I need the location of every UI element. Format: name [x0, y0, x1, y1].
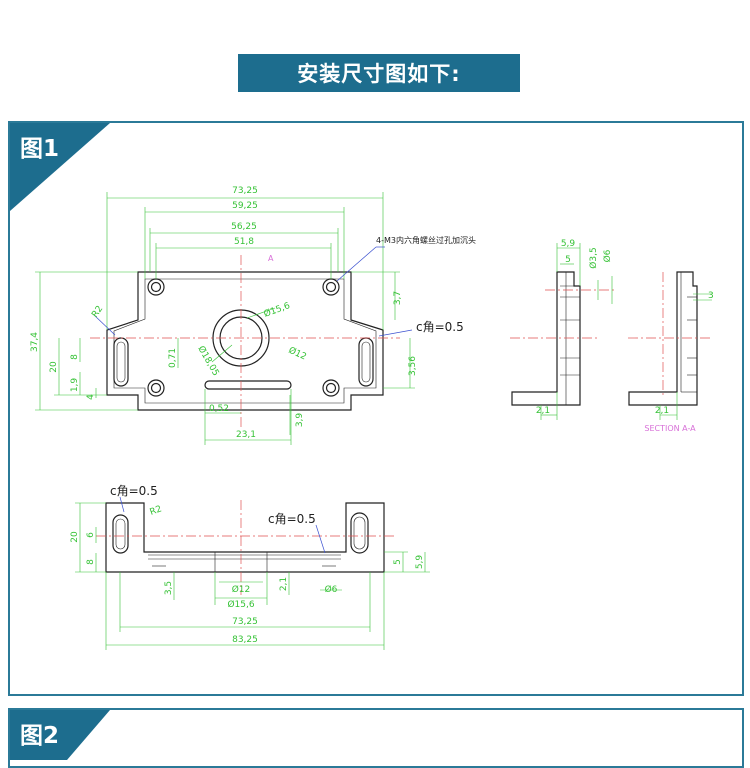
- bottom-centerlines: [96, 500, 394, 595]
- bottom-dim-d12: Ø12: [232, 584, 251, 595]
- side-dim-2-1: 2,1: [536, 406, 550, 416]
- side-dimension-lines: [540, 243, 613, 420]
- bottom-slot-right: [350, 512, 369, 554]
- front-leaders: [93, 246, 413, 337]
- bottom-slot-left: [112, 514, 129, 554]
- section-centerlines: [628, 272, 712, 395]
- side-centerlines: [510, 289, 615, 339]
- front-dim-width-4: 51,8: [234, 237, 254, 247]
- figure-2-tab: 图2: [10, 710, 110, 760]
- front-dim-height: 37,4: [30, 332, 40, 352]
- figure-1-tab: 图1: [10, 123, 110, 211]
- section-dimension-lines: [659, 293, 712, 420]
- side-dim-5: 5: [565, 255, 571, 265]
- section-view: [628, 271, 698, 406]
- figure-1-label: 图1: [20, 136, 60, 162]
- mount-hole-br: [322, 379, 340, 397]
- front-dim-r2: R2: [90, 304, 105, 320]
- bottom-dim-83-25: 83,25: [232, 635, 258, 645]
- bottom-dim-8: 8: [86, 559, 96, 565]
- hole-callout: 4-M3内六角螺丝过孔加沉头: [376, 235, 476, 245]
- front-view: [106, 271, 384, 411]
- front-dim-3-9: 3,9: [295, 413, 305, 428]
- bottom-dim-2-1: 2,1: [279, 577, 289, 591]
- bottom-dim-73-25: 73,25: [232, 617, 258, 627]
- front-dim-3-7: 3,7: [393, 291, 403, 305]
- bottom-slot: [204, 380, 292, 390]
- side-view: [511, 271, 581, 406]
- bottom-dim-6: 6: [86, 532, 96, 538]
- figure-1-panel: 图1: [8, 121, 744, 696]
- front-dimension-lines: [35, 192, 415, 445]
- front-dim-width-3: 56,25: [231, 222, 257, 232]
- tab-shape: [10, 123, 110, 211]
- bottom-dim-5: 5: [393, 559, 403, 565]
- bottom-leaders: [119, 496, 326, 554]
- bottom-dim-3-5: 3,5: [164, 581, 174, 595]
- front-centerlines: [90, 255, 400, 430]
- section-marker: A: [268, 254, 274, 263]
- side-dim-d3-5: Ø3,5: [588, 247, 599, 268]
- bottom-outline: [105, 502, 385, 573]
- mount-hole-tl: [147, 278, 165, 296]
- front-dim-width-2: 59,25: [232, 201, 258, 211]
- chamfer-note: c角=0.5: [416, 320, 464, 334]
- front-dim-0-52: 0,52: [209, 404, 229, 414]
- slot-left: [113, 337, 129, 387]
- bottom-chamfer-right: c角=0.5: [268, 512, 316, 526]
- bottom-dim-20: 20: [70, 531, 80, 543]
- front-dim-d15-6: Ø15,6: [262, 300, 292, 320]
- front-dim-3-56: 3,56: [408, 356, 418, 376]
- front-dim-d18-05: Ø18,05: [195, 344, 221, 378]
- figure-2-panel: 图2: [8, 708, 744, 768]
- page-title: 安装尺寸图如下:: [238, 54, 520, 92]
- bottom-dim-5-9: 5,9: [415, 555, 425, 570]
- bottom-view: [105, 502, 385, 573]
- section-dim-2-1: 2,1: [655, 406, 669, 416]
- bottom-dim-d15-6: Ø15,6: [227, 599, 254, 610]
- figure-2-label: 图2: [20, 723, 60, 749]
- front-dim-1-9: 1,9: [70, 378, 80, 393]
- mount-hole-bl: [147, 379, 165, 397]
- front-dim-20: 20: [49, 361, 59, 373]
- section-label: SECTION A-A: [644, 424, 696, 433]
- side-dim-d6: Ø6: [602, 249, 613, 262]
- side-dim-5-9: 5,9: [561, 239, 576, 249]
- front-dim-8: 8: [70, 354, 80, 360]
- bottom-dim-d6: Ø6: [325, 584, 338, 595]
- front-inner-outline: [113, 278, 377, 404]
- slot-right: [358, 337, 374, 387]
- side-outline: [511, 271, 581, 406]
- technical-drawing: 73,25 59,25 56,25 51,8 A 4-M3内六角螺丝过孔加沉头 …: [30, 186, 714, 650]
- bottom-dim-r2: R2: [149, 504, 164, 517]
- front-dim-d12: Ø12: [287, 345, 308, 363]
- front-dim-width-1: 73,25: [232, 186, 258, 196]
- front-dim-23-1: 23,1: [236, 430, 256, 440]
- section-dim-3: 3: [708, 291, 714, 301]
- mount-hole-tr: [322, 278, 340, 296]
- front-dim-0-71: 0,71: [168, 348, 178, 368]
- front-dim-4: 4: [86, 394, 96, 400]
- bottom-dimension-lines: [75, 502, 430, 650]
- section-outline: [628, 271, 698, 406]
- bottom-chamfer-left: c角=0.5: [110, 484, 158, 498]
